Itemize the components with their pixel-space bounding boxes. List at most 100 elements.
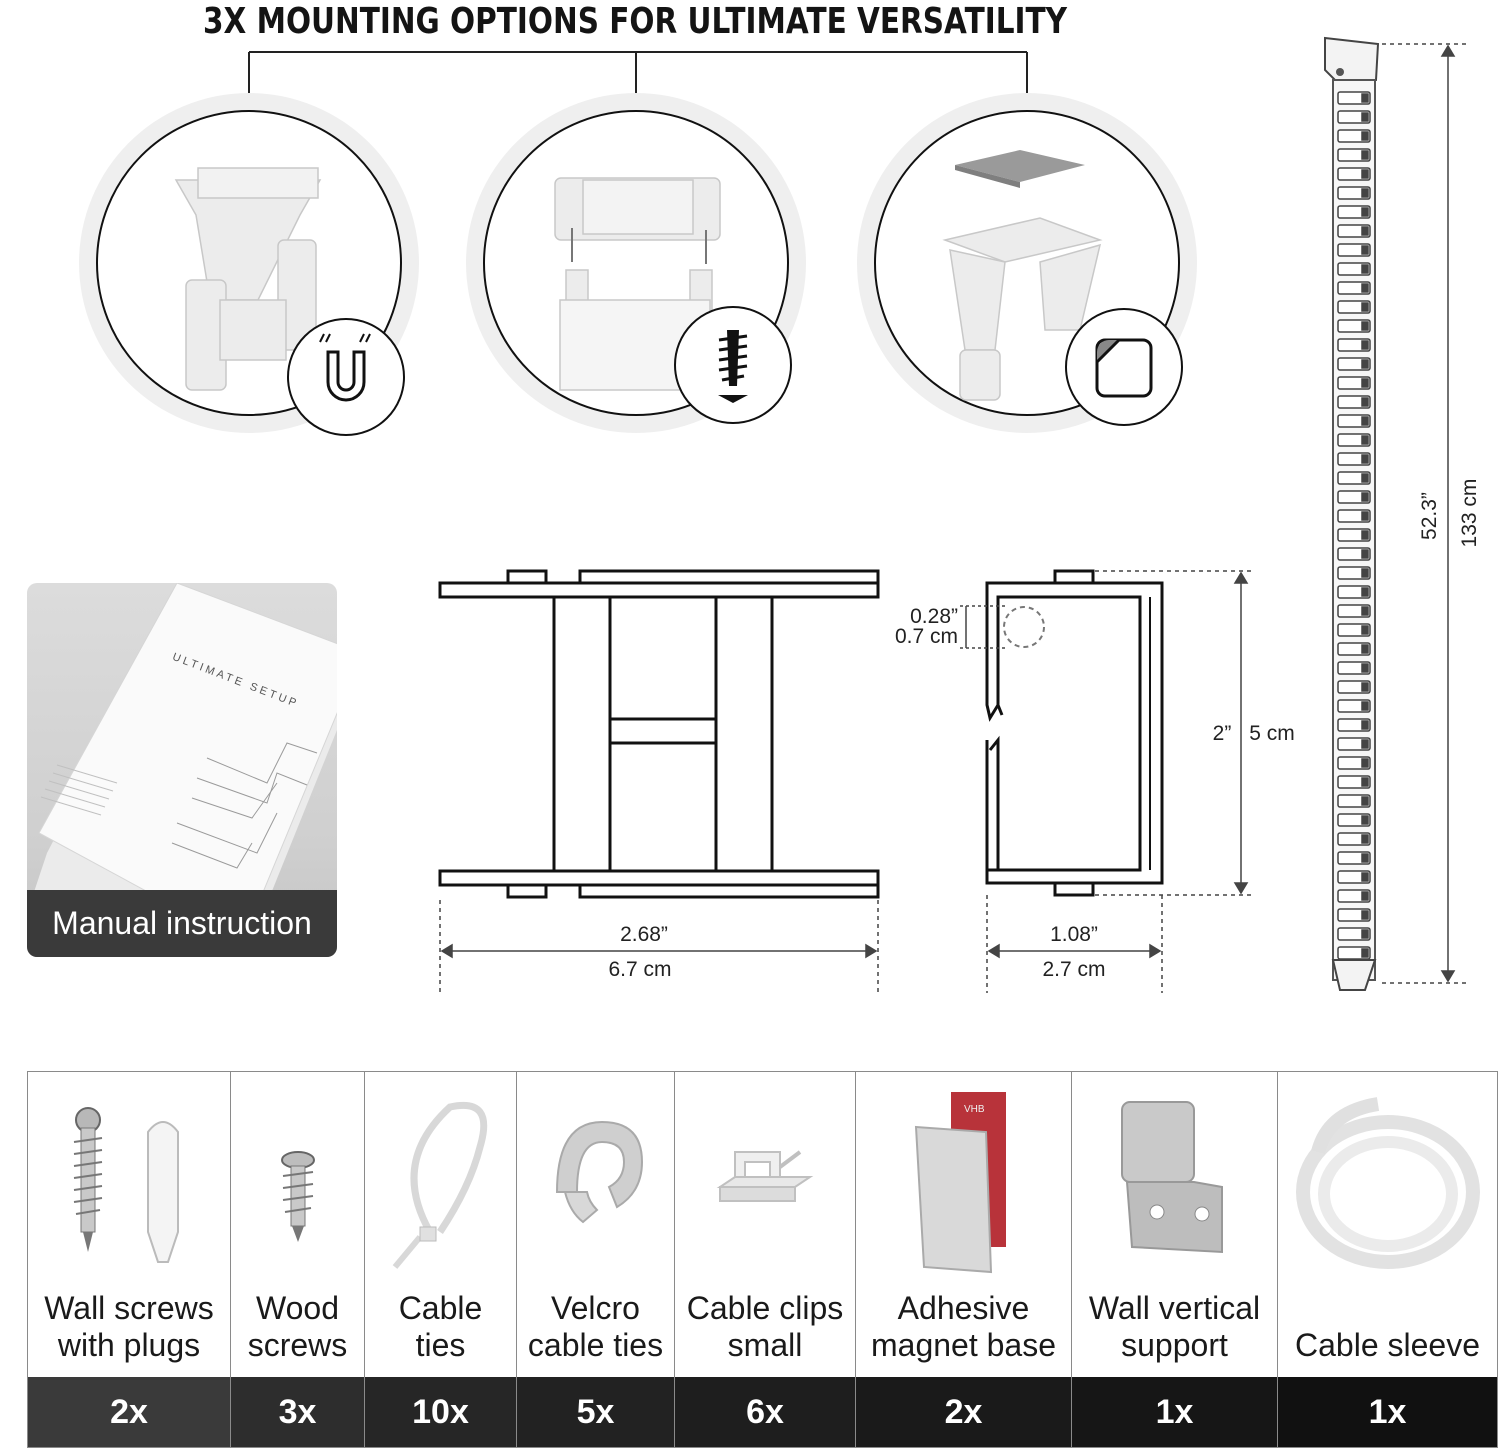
wood-screw-icon [231, 1072, 364, 1282]
spine-link-slot [1361, 815, 1369, 825]
spine-link-slot [1361, 644, 1369, 654]
spine-link-slot [1361, 549, 1369, 559]
spine-link-slot [1361, 720, 1369, 730]
spine-link-slot [1361, 131, 1369, 141]
contents-qty: 1x [1072, 1377, 1277, 1447]
side-height-cm: 5 cm [1249, 722, 1295, 745]
spine-length-cm: 133 cm [1458, 479, 1481, 548]
side-height-inches: 2” [1213, 722, 1232, 745]
spine-link-slot [1361, 853, 1369, 863]
headline-connector [248, 51, 1028, 100]
front-view-drawing [438, 569, 880, 899]
spine-link-slot [1361, 473, 1369, 483]
spine-link-slot [1361, 910, 1369, 920]
mount-option-magnet [79, 93, 419, 436]
mount-option-screw [466, 93, 806, 433]
side-width-inches: 1.08” [1050, 923, 1098, 946]
spine-link-slot [1361, 321, 1369, 331]
spine-link-slot [1361, 929, 1369, 939]
spine-link-slot [1361, 872, 1369, 882]
screw-icon [674, 306, 792, 424]
spine-link-slot [1361, 416, 1369, 426]
manual-caption: Manual instruction [27, 890, 337, 957]
side-width-cm: 2.7 cm [1042, 958, 1105, 981]
magnet-icon [287, 318, 405, 436]
spine-link-slot [1361, 948, 1369, 958]
contents-qty: 6x [675, 1377, 855, 1447]
cable-spine [1324, 36, 1380, 991]
contents-label: Cable sleeve [1295, 1327, 1480, 1363]
spine-link-slot [1361, 226, 1369, 236]
contents-qty: 10x [365, 1377, 516, 1447]
wall-screw-plug-icon [28, 1072, 230, 1282]
spine-link-slot [1361, 682, 1369, 692]
contents-qty: 5x [517, 1377, 674, 1447]
velcro-tie-icon [517, 1072, 674, 1282]
spine-link-slot [1361, 188, 1369, 198]
spine-link-slot [1361, 169, 1369, 179]
wall-support-icon [1072, 1072, 1277, 1282]
side-width-dimension [986, 895, 1163, 993]
spine-link-slot [1361, 834, 1369, 844]
spine-link-slot [1361, 606, 1369, 616]
spine-link-slot [1361, 435, 1369, 445]
spine-link-slot [1361, 492, 1369, 502]
contents-qty: 3x [231, 1377, 364, 1447]
spine-link-slot [1361, 283, 1369, 293]
front-width-inches: 2.68” [620, 923, 668, 946]
contents-qty: 2x [856, 1377, 1071, 1447]
spine-link-slot [1361, 397, 1369, 407]
front-width-cm: 6.7 cm [608, 958, 671, 981]
spine-link-slot [1361, 625, 1369, 635]
front-width-dimension [439, 900, 879, 995]
hole-inches: 0.28” [910, 605, 958, 628]
manual-booklet-image [27, 583, 337, 953]
spine-link-slot [1361, 150, 1369, 160]
spine-link-slot [1361, 359, 1369, 369]
spine-length-dimension [1382, 43, 1470, 984]
spine-link-slot [1361, 739, 1369, 749]
cable-sleeve-icon [1278, 1072, 1497, 1282]
spine-link-slot [1361, 587, 1369, 597]
spine-link-slot [1361, 454, 1369, 464]
spine-link-slot [1361, 93, 1369, 103]
cable-clip-icon [675, 1072, 855, 1282]
svg-text:VHB: VHB [964, 1104, 985, 1115]
side-height-dimension [1095, 570, 1255, 896]
spine-link-slot [1361, 378, 1369, 388]
mount-option-adhesive [857, 93, 1197, 433]
contents-qty: 1x [1278, 1377, 1497, 1447]
side-view-drawing [985, 569, 1164, 897]
adhesive-icon [1065, 308, 1183, 426]
spine-link-slot [1361, 663, 1369, 673]
spine-length-inches: 52.3” [1418, 492, 1441, 540]
spine-link-slot [1361, 777, 1369, 787]
spine-link-slot [1361, 530, 1369, 540]
spine-link-slot [1361, 245, 1369, 255]
hole-cm: 0.7 cm [895, 625, 958, 648]
spine-link-slot [1361, 511, 1369, 521]
spine-link-slot [1361, 264, 1369, 274]
spine-link-slot [1361, 302, 1369, 312]
spine-link-slot [1361, 796, 1369, 806]
spine-link-slot [1361, 568, 1369, 578]
spine-link-slot [1361, 701, 1369, 711]
spine-link-slot [1361, 207, 1369, 217]
spine-link-slot [1361, 891, 1369, 901]
hole-dimension [960, 605, 1005, 649]
